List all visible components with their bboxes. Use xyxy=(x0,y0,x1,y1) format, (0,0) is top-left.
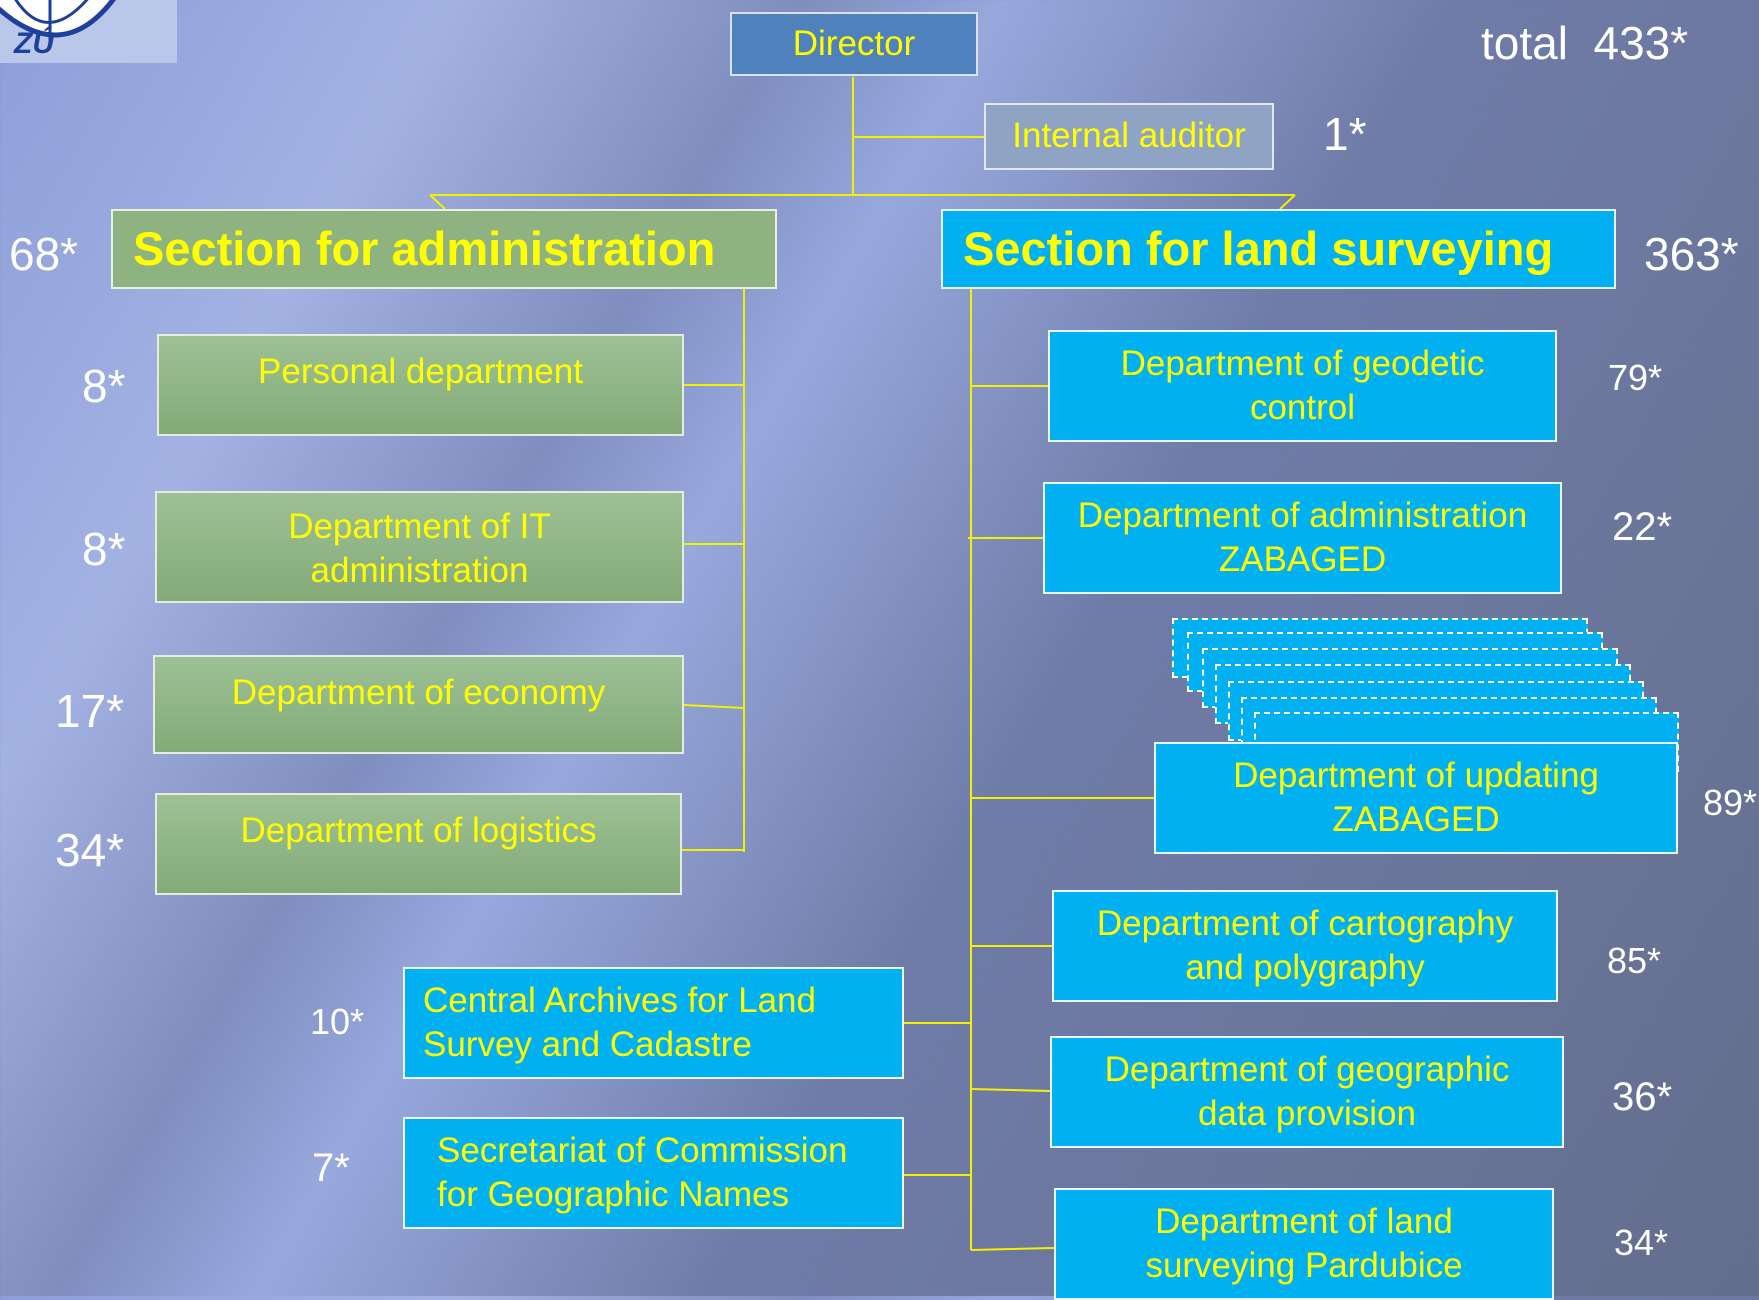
dept-count: 34* xyxy=(55,824,125,876)
auditor-count: 1* xyxy=(1323,108,1367,160)
dept-count: 85* xyxy=(1607,940,1662,981)
section-land-count: 363* xyxy=(1644,228,1739,280)
dept-geographic-data-provision: Department of geographic data provision xyxy=(1050,1036,1564,1148)
internal-auditor-box: Internal auditor xyxy=(984,103,1274,170)
unit-label: Central Archives for Land Survey and Cad… xyxy=(423,980,816,1064)
section-land-surveying: Section for land surveying xyxy=(941,209,1616,289)
dept-count: 8* xyxy=(82,360,126,412)
section-administration: Section for administration xyxy=(111,209,777,289)
unit-label: Secretariat of Commission for Geographic… xyxy=(437,1130,848,1214)
section-admin-count: 68* xyxy=(9,228,79,280)
dept-label: Department of geographic data provision xyxy=(1104,1049,1510,1133)
logo: ZÚ xyxy=(0,0,177,63)
dept-count: 89* xyxy=(1703,782,1758,823)
dept-label: Department of updating ZABAGED xyxy=(1233,755,1599,839)
secretariat-geographic-names: Secretariat of Commission for Geographic… xyxy=(403,1117,904,1229)
dept-logistics: Department of logistics xyxy=(155,793,682,895)
dept-cartography-polygraphy: Department of cartography and polygraphy xyxy=(1052,890,1558,1002)
dept-count: 8* xyxy=(82,523,126,575)
dept-updating-zabaged: Department of updating ZABAGED xyxy=(1154,742,1678,854)
central-archives: Central Archives for Land Survey and Cad… xyxy=(403,967,904,1079)
total-label: total 433* xyxy=(1481,16,1688,70)
section-land-label: Section for land surveying xyxy=(963,222,1554,276)
section-admin-label: Section for administration xyxy=(133,222,716,276)
director-label: Director xyxy=(792,23,916,63)
dept-label: Department of logistics xyxy=(240,811,597,850)
unit-count: 7* xyxy=(312,1146,350,1190)
unit-count: 10* xyxy=(310,1001,365,1042)
dept-count: 36* xyxy=(1612,1075,1673,1119)
dept-label: Department of IT administration xyxy=(288,507,551,591)
total-value: 433* xyxy=(1593,17,1689,69)
dept-administration-zabaged: Department of administration ZABAGED xyxy=(1043,482,1562,594)
dept-label: Department of cartography and polygraphy xyxy=(1096,903,1514,987)
dept-it-administration: Department of IT administration xyxy=(155,491,684,603)
dept-label: Department of geodetic control xyxy=(1120,343,1485,427)
dept-count: 22* xyxy=(1612,505,1673,549)
dept-label: Department of administration ZABAGED xyxy=(1077,495,1528,579)
dept-label: Department of land surveying Pardubice xyxy=(1145,1201,1463,1285)
dept-count: 34* xyxy=(1614,1222,1669,1263)
logo-text: ZÚ xyxy=(14,27,54,60)
dept-label: Department of economy xyxy=(231,673,606,712)
auditor-label: Internal auditor xyxy=(1012,116,1246,156)
dept-count: 79* xyxy=(1608,357,1663,398)
dept-economy: Department of economy xyxy=(153,655,684,754)
dept-geodetic-control: Department of geodetic control xyxy=(1048,330,1557,442)
dept-personal: Personal department xyxy=(157,334,684,436)
dept-count: 17* xyxy=(55,685,125,737)
dept-label: Personal department xyxy=(258,352,583,391)
globe-logo-icon xyxy=(0,0,116,45)
total-text: total xyxy=(1481,17,1568,69)
director-box: Director xyxy=(730,12,978,76)
dept-land-surveying-pardubice: Department of land surveying Pardubice xyxy=(1054,1188,1554,1300)
